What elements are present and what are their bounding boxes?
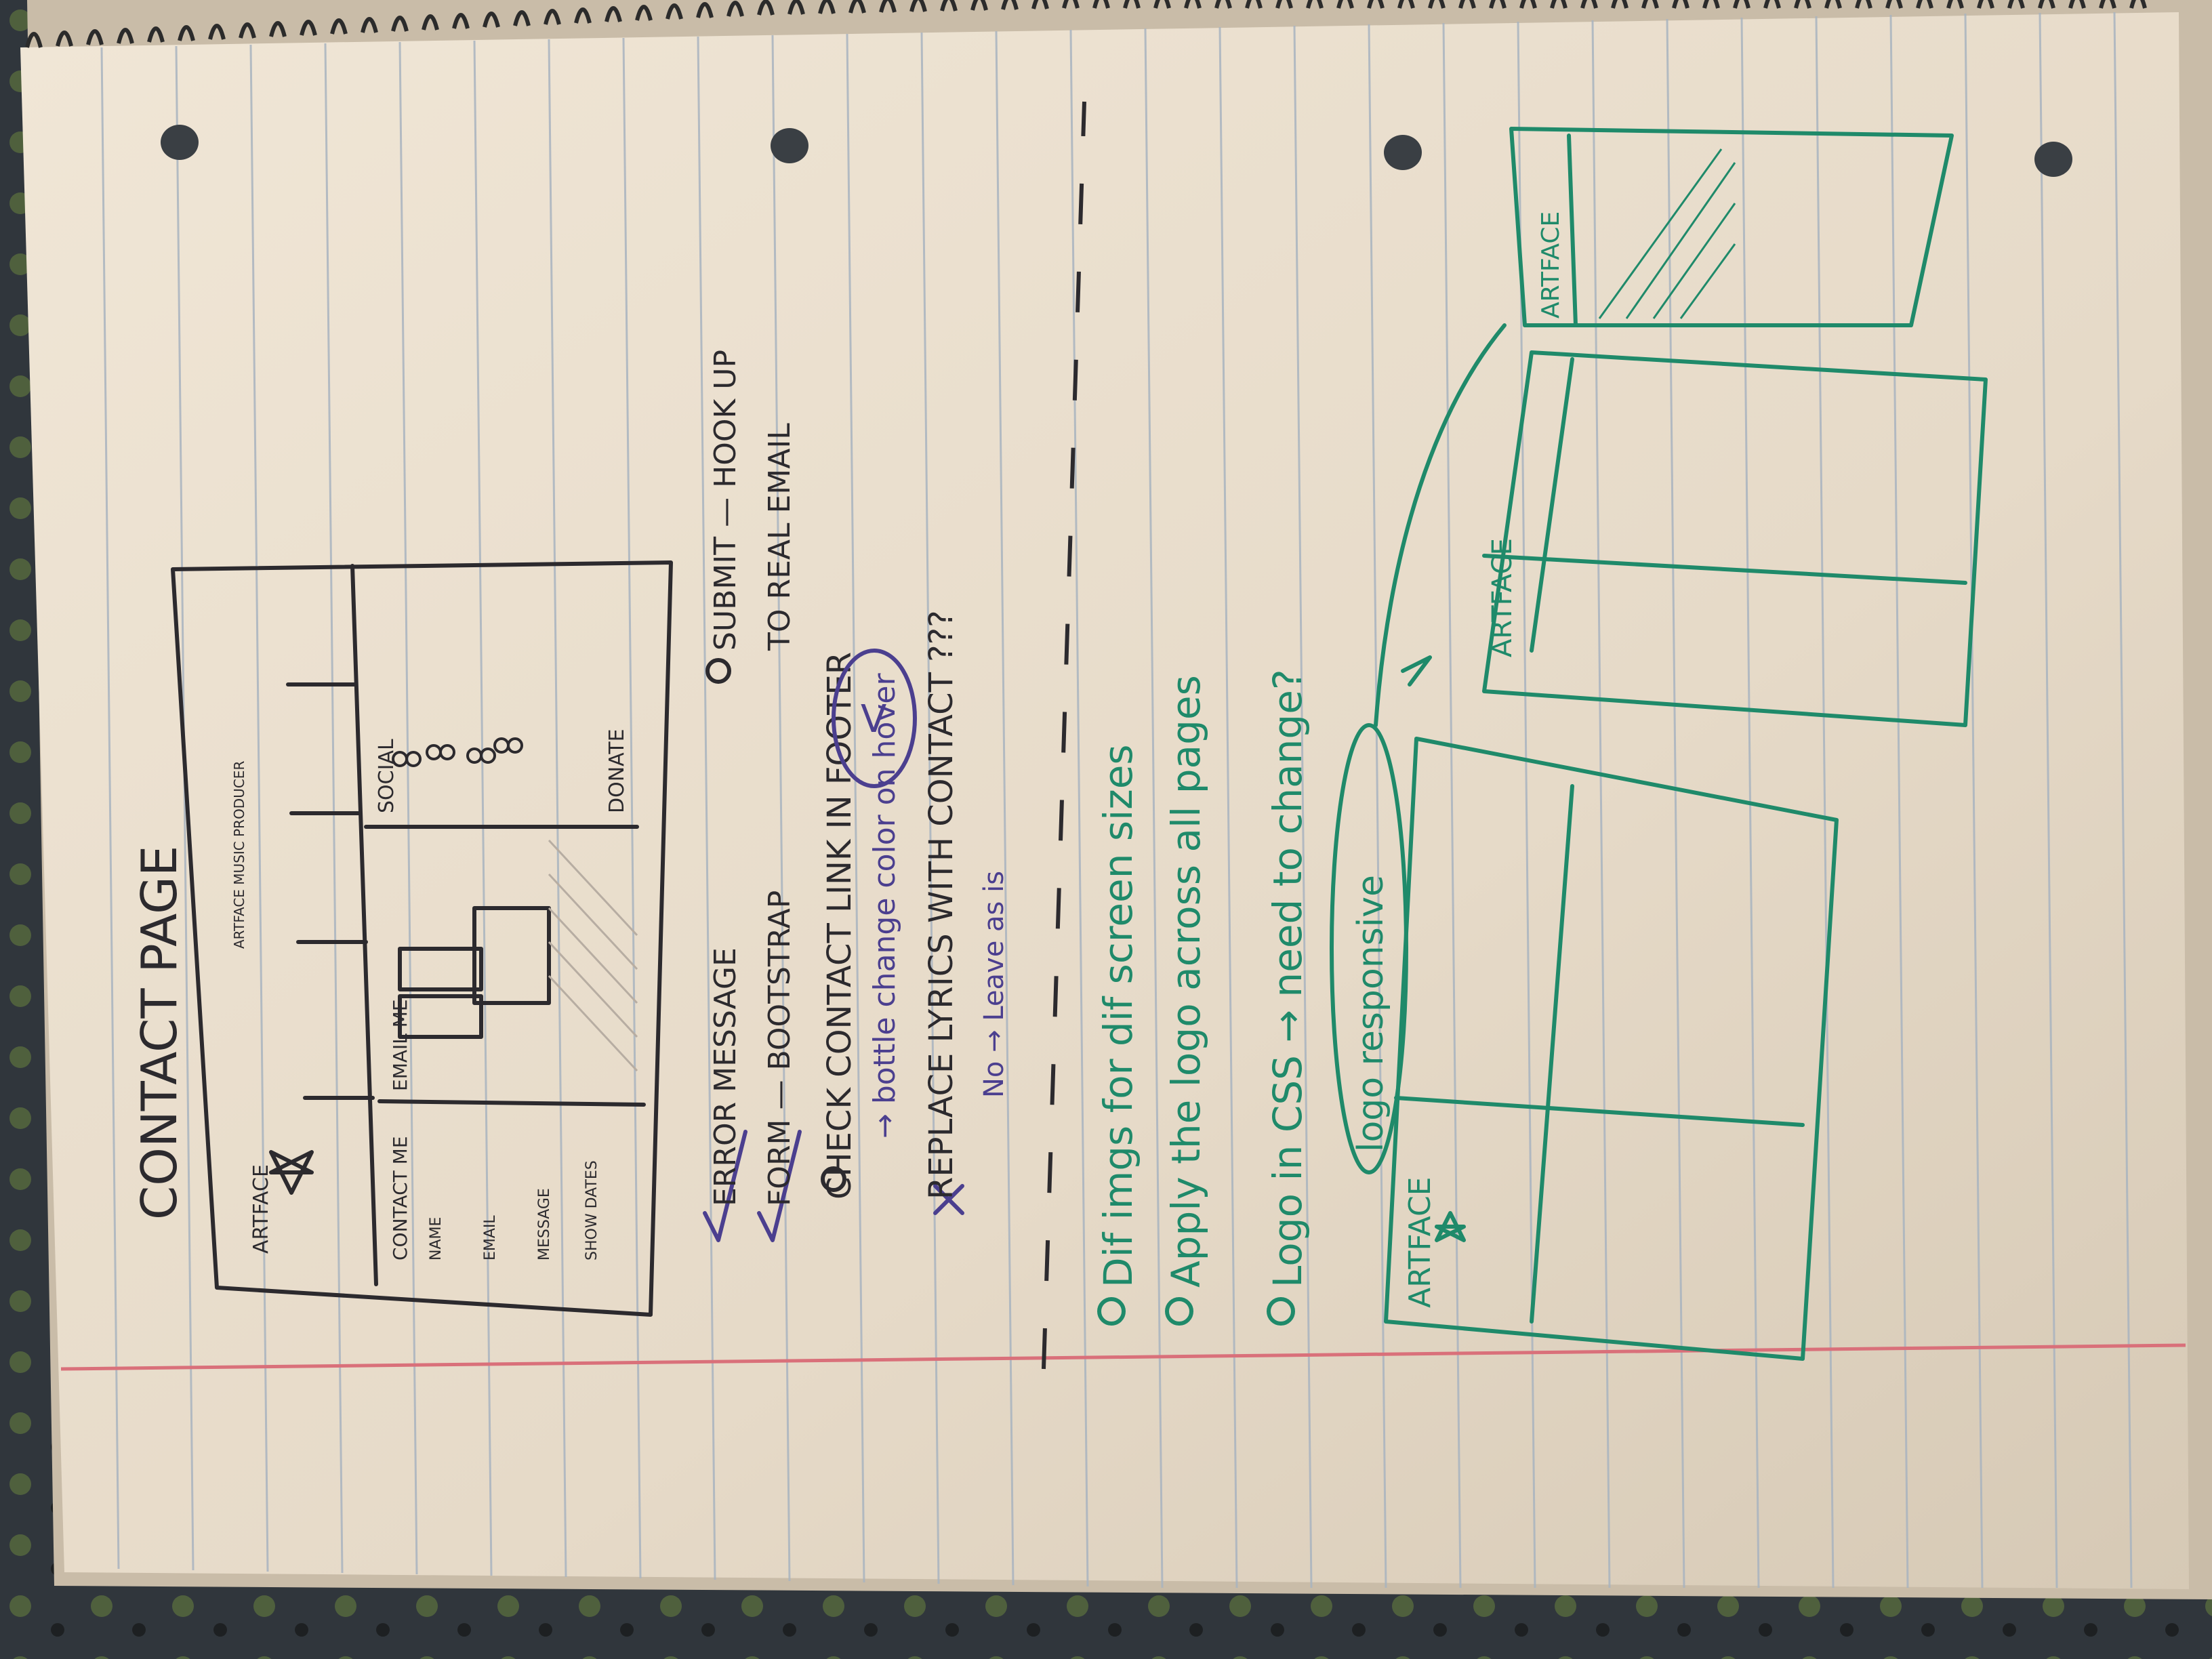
green-notes: Dif imgs for dif screen sizes Apply the … xyxy=(1095,669,1408,1326)
bullet-icon-3 xyxy=(1097,1297,1126,1326)
note-error-message: ERROR MESSAGE xyxy=(708,947,743,1206)
note-hover: → bottle change color on hover xyxy=(867,673,902,1139)
large-logo-text: ARTFACE xyxy=(1403,1177,1437,1308)
note-check-contact: CHECK CONTACT LINK IN FOOTER xyxy=(821,652,859,1200)
wireframe-donate: DONATE xyxy=(605,729,629,813)
wireframe-field-email: EMAIL xyxy=(482,1215,499,1261)
note-submit-1: SUBMIT — HOOK UP xyxy=(708,350,743,651)
wireframe-field-name: NAME xyxy=(428,1217,445,1261)
page-title: CONTACT PAGE xyxy=(131,846,188,1220)
connector-arrow-head xyxy=(1401,655,1432,687)
star-logo-icon xyxy=(269,1150,314,1195)
notebook-sheet xyxy=(20,12,2189,1589)
wireframe-social: SOCIAL xyxy=(375,739,398,813)
check-mark-icon-2 xyxy=(757,1130,802,1242)
bullet-icon-5 xyxy=(1267,1297,1295,1326)
wireframe-email-me: EMAIL ME xyxy=(389,999,411,1091)
margin-line xyxy=(60,1343,2186,1371)
note-logo-css: Logo in CSS → need to change? xyxy=(1265,669,1311,1288)
note-logo-responsive: logo responsive xyxy=(1351,875,1391,1152)
social-icons xyxy=(392,737,523,767)
note-submit-2: TO REAL EMAIL xyxy=(762,423,797,651)
spiral-binding xyxy=(25,0,2147,48)
wireframe-hatch xyxy=(548,839,638,1072)
note-apply-logo: Apply the logo across all pages xyxy=(1163,675,1209,1288)
large-logo-star-icon xyxy=(1435,1211,1466,1242)
wireframe-field-message: MESSAGE xyxy=(536,1188,553,1261)
wireframe-contact: ARTFACE ARTFACE MUSIC PRODUCER CONTACT M… xyxy=(171,560,673,1317)
dashed-divider xyxy=(1042,101,1086,1370)
bullet-icon-2 xyxy=(705,658,731,684)
small-logo-text: ARTFACE xyxy=(1537,211,1565,319)
note-replace-lyrics: REPLACE LYRICS WITH CONTACT ??? xyxy=(922,610,960,1200)
connector-arrow xyxy=(1374,323,1507,727)
cross-mark-icon xyxy=(933,1184,964,1215)
checklist-notes: ERROR MESSAGE FORM — BOOTSTRAP CHECK CON… xyxy=(703,101,1086,1370)
wireframe-field-show-dates: SHOW DATES xyxy=(583,1160,600,1261)
wireframe-header-text: ARTFACE MUSIC PRODUCER xyxy=(231,761,247,949)
punched-holes xyxy=(161,125,2072,177)
check-mark-icon xyxy=(703,1130,747,1242)
circled-v-mark xyxy=(832,649,917,788)
wireframe-responsive: ARTFACE ARTFACE ARTFACE xyxy=(1374,127,1988,1361)
note-no-leave: No → Leave as is xyxy=(979,871,1010,1098)
bullet-icon xyxy=(821,1166,846,1192)
wireframe-contact-heading: CONTACT ME xyxy=(389,1136,411,1261)
wireframe-logo: ARTFACE xyxy=(249,1164,273,1254)
medium-logo-text: ARTFACE xyxy=(1487,538,1518,657)
small-hatch xyxy=(1598,148,1736,319)
note-dif-imgs: Dif imgs for dif screen sizes xyxy=(1095,744,1141,1288)
circled-v-letter: V xyxy=(861,697,886,741)
bullet-icon-4 xyxy=(1165,1297,1193,1326)
note-form-bootstrap: FORM — BOOTSTRAP xyxy=(762,890,797,1206)
